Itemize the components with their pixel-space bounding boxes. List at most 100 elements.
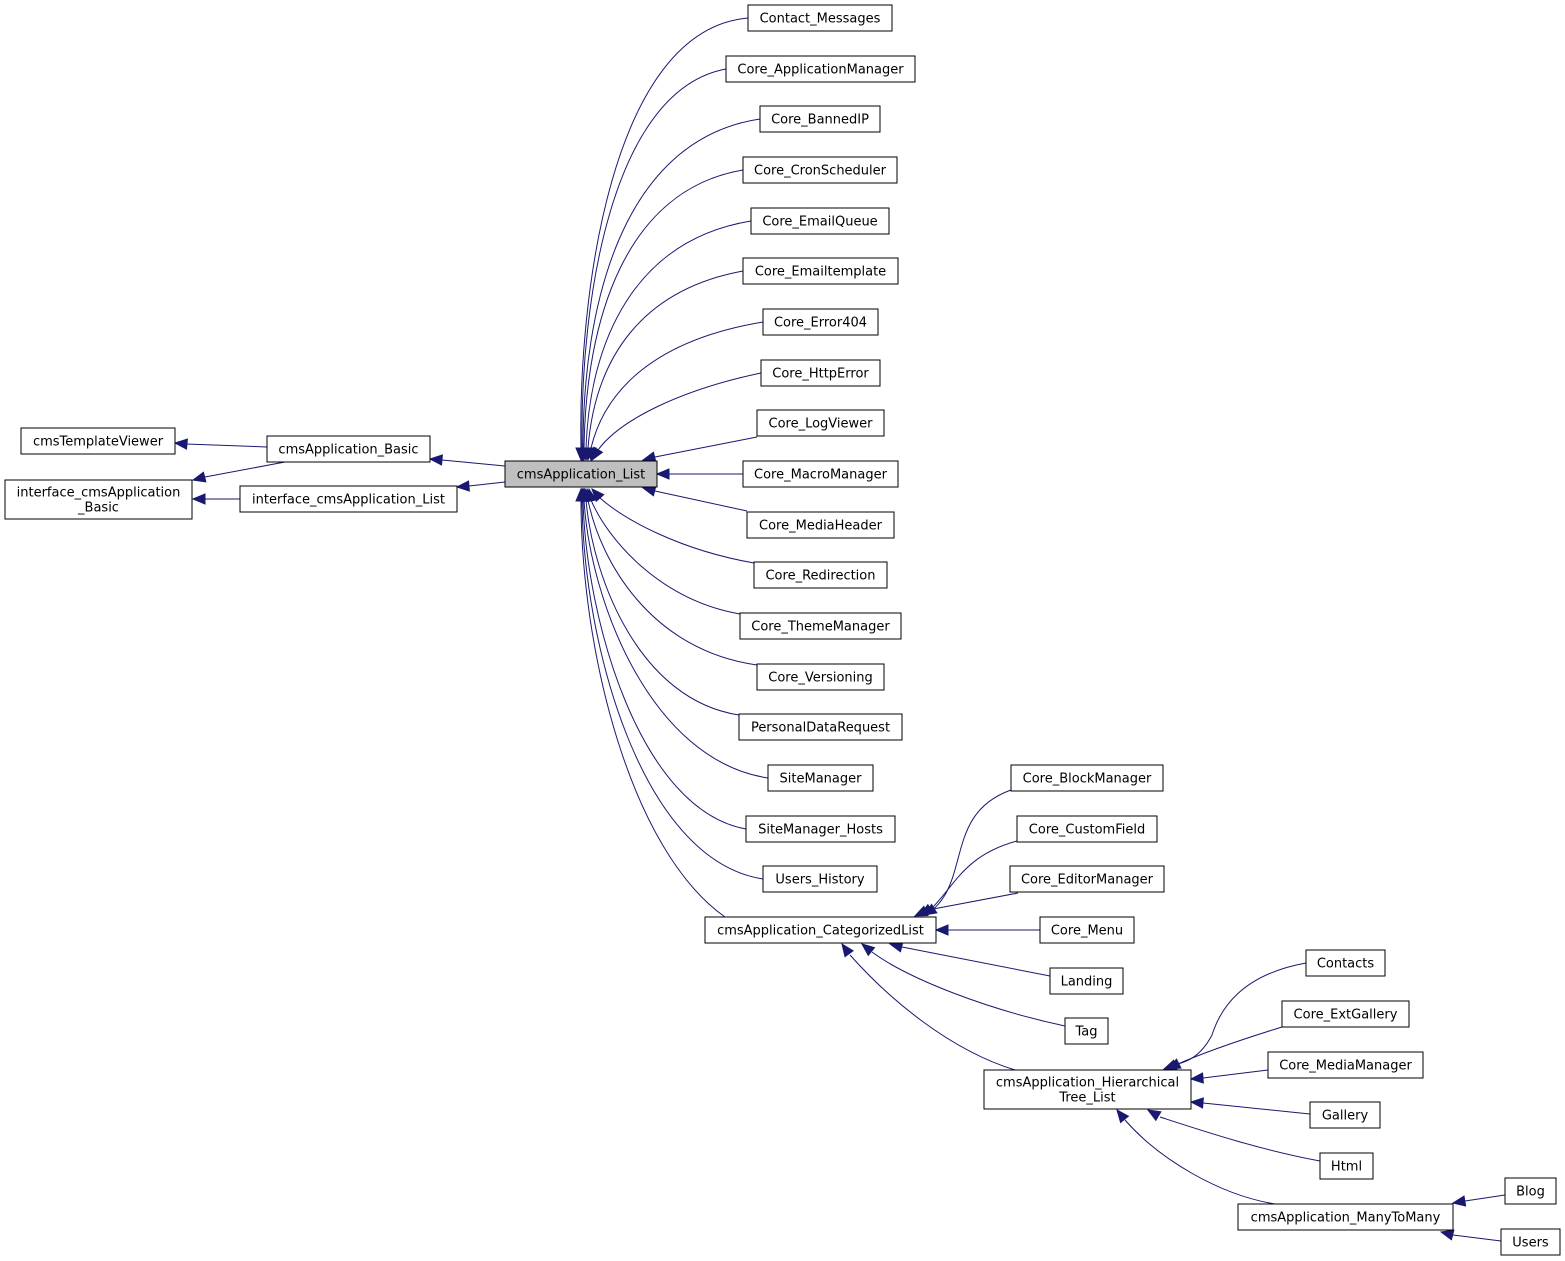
node-tag[interactable]: Tag: [1064, 1017, 1109, 1045]
node-contact-messages[interactable]: Contact_Messages: [747, 4, 893, 32]
node-contacts[interactable]: Contacts: [1305, 949, 1386, 977]
node-box: [1267, 1051, 1424, 1079]
edge-arrowhead: [655, 468, 670, 480]
node-core-httperror[interactable]: Core_HttpError: [760, 359, 881, 387]
node-core-logviewer[interactable]: Core_LogViewer: [756, 409, 885, 437]
node-personaldatarequest[interactable]: PersonalDataRequest: [738, 713, 903, 741]
edge-core_redirection-to-cmsapplication_list: [591, 488, 755, 564]
node-label-line: SiteManager_Hosts: [758, 823, 883, 838]
node-label-line: Core_CustomField: [1029, 823, 1145, 838]
node-label: interface_cmsApplication_List: [252, 493, 445, 508]
edge-arrowhead: [173, 438, 188, 450]
node-label-line: Core_ExtGallery: [1294, 1008, 1398, 1023]
node-core-extgallery[interactable]: Core_ExtGallery: [1281, 1000, 1410, 1028]
node-label-line: Tag: [1074, 1025, 1097, 1040]
node-core-versioning[interactable]: Core_Versioning: [756, 663, 885, 691]
node-box: [745, 815, 896, 843]
node-sitemanager[interactable]: SiteManager: [767, 764, 874, 792]
edge-core_customfield-to-cmsapplication_categorizedlist: [918, 840, 1018, 916]
node-interface-cmsapplication-basic[interactable]: interface_cmsApplication_Basic: [4, 479, 193, 520]
node-sitemanager-hosts[interactable]: SiteManager_Hosts: [745, 815, 896, 843]
edge-arrowhead: [1146, 1109, 1162, 1122]
node-box: [759, 105, 881, 133]
node-label-line: Core_MediaManager: [1279, 1059, 1412, 1074]
node-core-editormanager[interactable]: Core_EditorManager: [1009, 865, 1165, 893]
node-label: Contact_Messages: [760, 12, 881, 27]
node-interface-cmsapplication-list[interactable]: interface_cmsApplication_List: [239, 485, 458, 513]
edge-line: [587, 499, 758, 666]
node-core-macromanager[interactable]: Core_MacroManager: [742, 460, 899, 488]
node-label-line: Users_History: [775, 873, 864, 888]
edge-line: [1177, 1026, 1283, 1065]
node-label: Core_EmailQueue: [762, 215, 877, 230]
node-core-redirection[interactable]: Core_Redirection: [753, 561, 888, 589]
node-core-customfield[interactable]: Core_CustomField: [1016, 815, 1158, 843]
node-label: cmsApplication_ManyToMany: [1251, 1211, 1441, 1226]
edge-line: [1159, 1116, 1321, 1162]
node-users-history[interactable]: Users_History: [762, 865, 878, 893]
edge-line: [581, 68, 727, 449]
node-label-line: cmsApplication_CategorizedList: [717, 924, 924, 939]
edge-cmsapplication_categorizedlist-to-cmsapplication_list: [575, 487, 726, 918]
node-label-line: Core_MacroManager: [754, 468, 888, 483]
node-label: Core_ExtGallery: [1294, 1008, 1398, 1023]
node-landing[interactable]: Landing: [1049, 967, 1124, 995]
node-label: cmsApplication_List: [517, 468, 645, 483]
edge-html-to-cmsapplication_hierarchicaltree_list: [1146, 1109, 1321, 1162]
node-core-applicationmanager[interactable]: Core_ApplicationManager: [725, 55, 916, 83]
edge-line: [849, 954, 1016, 1071]
node-core-menu[interactable]: Core_Menu: [1039, 916, 1135, 944]
node-box: [1305, 949, 1386, 977]
node-core-emailtemplate[interactable]: Core_Emailtemplate: [742, 257, 899, 285]
node-core-mediamanager[interactable]: Core_MediaManager: [1267, 1051, 1424, 1079]
edge-line: [927, 892, 1019, 911]
node-cmsapplication-list[interactable]: cmsApplication_List: [504, 460, 658, 488]
edge-line: [931, 789, 1012, 911]
node-box: [747, 4, 893, 32]
edge-blog-to-cmsapplication_manytomany: [1451, 1194, 1506, 1207]
node-label-line: Core_HttpError: [772, 367, 869, 382]
node-box: [738, 713, 903, 741]
edge-users-to-cmsapplication_manytomany: [1439, 1229, 1502, 1242]
node-label-line: Core_Versioning: [768, 671, 873, 686]
node-label-line: Core_ThemeManager: [751, 620, 890, 635]
edge-line: [871, 951, 1066, 1027]
edge-arrowhead: [1189, 1072, 1204, 1084]
edge-line: [901, 946, 1051, 977]
node-core-thememanager[interactable]: Core_ThemeManager: [739, 612, 902, 640]
edge-tag-to-cmsapplication_categorizedlist: [860, 943, 1066, 1027]
node-cmsapplication-basic[interactable]: cmsApplication_Basic: [266, 435, 431, 463]
node-label-line: PersonalDataRequest: [751, 721, 890, 736]
edge-core_extgallery-to-cmsapplication_hierarchicaltree_list: [1162, 1026, 1283, 1071]
node-box: [739, 612, 902, 640]
node-core-emailqueue[interactable]: Core_EmailQueue: [750, 207, 890, 235]
node-blog[interactable]: Blog: [1504, 1177, 1557, 1205]
node-cmsapplication-categorizedlist[interactable]: cmsApplication_CategorizedList: [704, 916, 937, 944]
edge-arrowhead: [191, 471, 207, 483]
node-box: [750, 207, 890, 235]
node-core-cronscheduler[interactable]: Core_CronScheduler: [742, 156, 898, 184]
node-box: [756, 409, 885, 437]
node-label-line: interface_cmsApplication: [17, 486, 181, 501]
edge-line: [587, 270, 744, 449]
node-box: [4, 479, 193, 520]
node-gallery[interactable]: Gallery: [1309, 1101, 1381, 1129]
edge-arrowhead: [1189, 1097, 1204, 1109]
node-cmstemplateviewer[interactable]: cmsTemplateViewer: [20, 427, 176, 455]
node-cmsapplication-manytomany[interactable]: cmsApplication_ManyToMany: [1237, 1203, 1454, 1231]
node-core-bannedip[interactable]: Core_BannedIP: [759, 105, 881, 133]
node-core-error404[interactable]: Core_Error404: [762, 308, 879, 336]
edge-arrowhead: [428, 454, 443, 466]
edge-line: [468, 481, 506, 487]
node-label-line: Html: [1331, 1160, 1362, 1175]
edge-core_bannedip-to-cmsapplication_list: [577, 118, 761, 462]
node-label-line: Core_Error404: [774, 316, 867, 331]
node-label-line: Users: [1512, 1236, 1549, 1251]
node-core-mediaheader[interactable]: Core_MediaHeader: [746, 511, 895, 539]
node-users[interactable]: Users: [1500, 1228, 1561, 1256]
edge-cmsapplication_hierarchicaltree_list-to-cmsapplication_categorizedlist: [841, 942, 1016, 1071]
node-box: [1237, 1203, 1454, 1231]
node-html[interactable]: Html: [1319, 1152, 1374, 1180]
node-core-blockmanager[interactable]: Core_BlockManager: [1010, 764, 1164, 792]
